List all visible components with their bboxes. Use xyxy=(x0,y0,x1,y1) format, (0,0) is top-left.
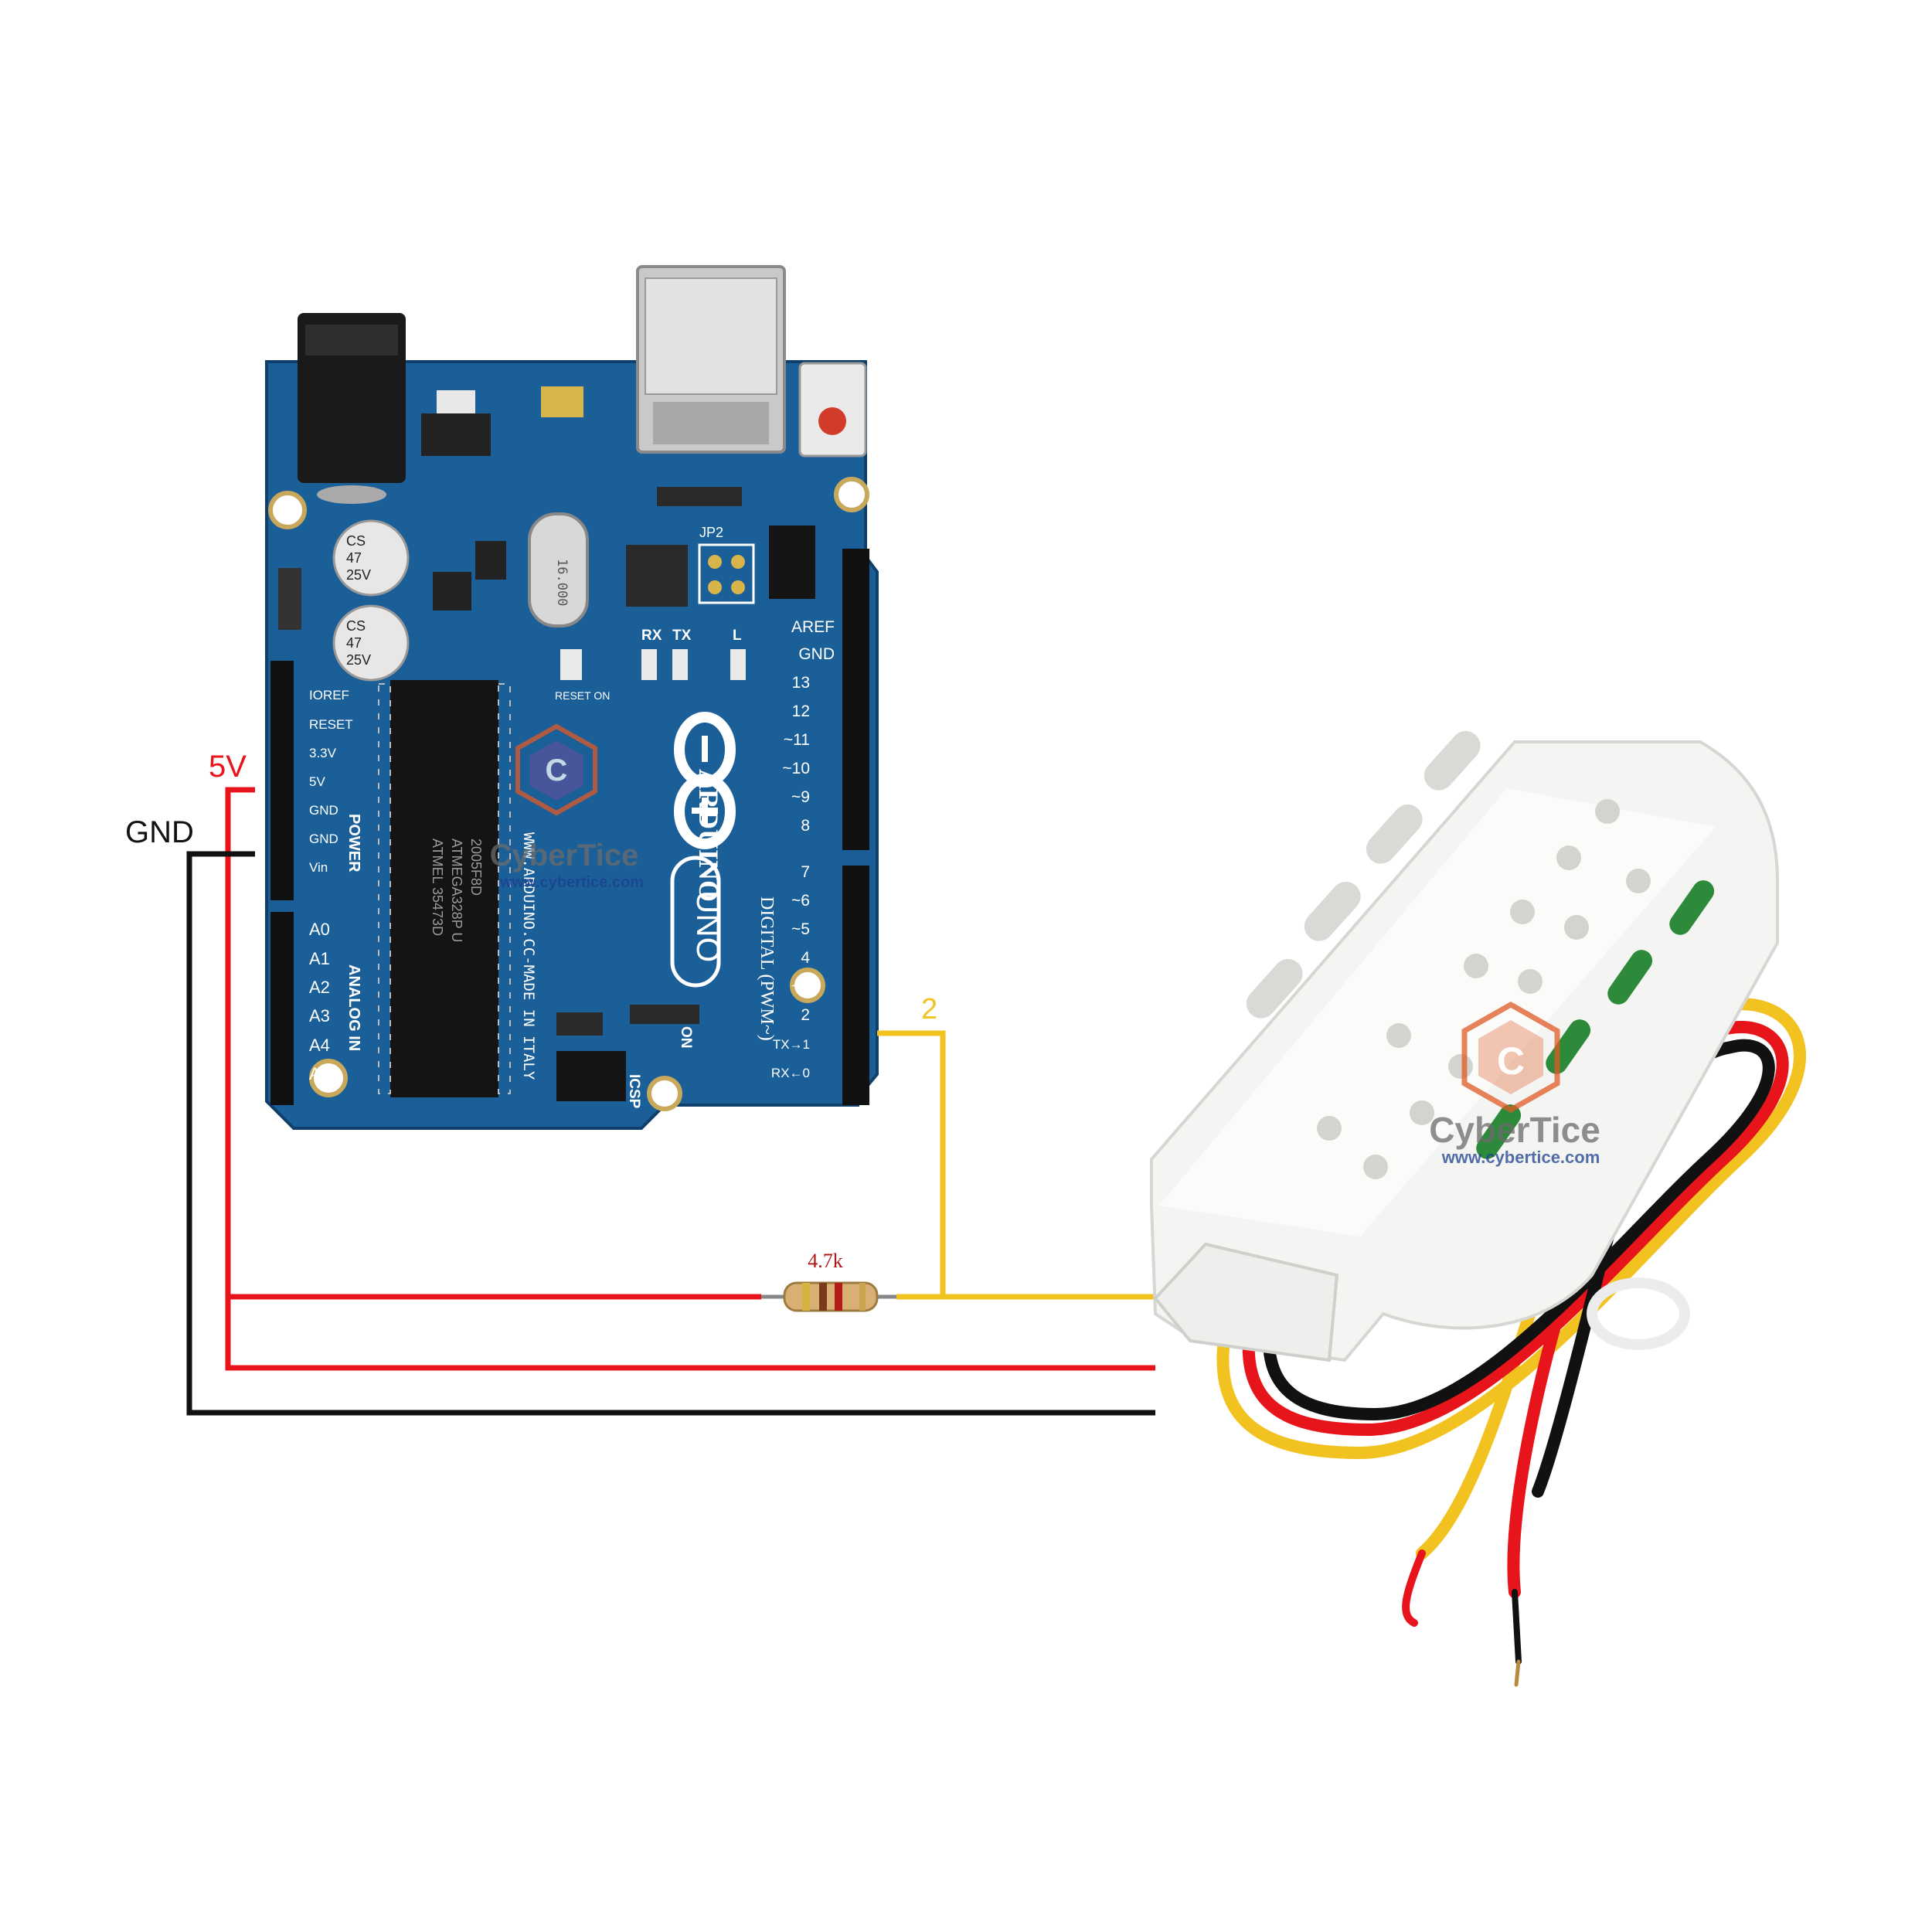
l-led-label: L xyxy=(733,628,742,644)
cable-tie xyxy=(1587,1277,1690,1350)
cap2-line3: 25V xyxy=(346,652,371,668)
cap1-line3: 25V xyxy=(346,567,371,583)
mount-hole xyxy=(309,1059,348,1097)
icsp-header-top xyxy=(769,526,815,599)
digital-header-top: AREF GND 13 12 ~11 ~10 ~9 8 xyxy=(782,549,869,850)
sensor-vent-slots xyxy=(1246,731,1481,1019)
atmega328p-chip: ATMEL 35473D ATMEGA328P U 2005F8D xyxy=(378,680,511,1097)
pin-2: 2 xyxy=(801,1006,810,1024)
analog-title: ANALOG IN xyxy=(345,964,362,1051)
pin-a5: A5 xyxy=(309,1064,330,1083)
pin-7: 7 xyxy=(801,863,810,881)
watermark-sensor-url: www.cybertice.com xyxy=(1441,1148,1600,1167)
pin-13: 13 xyxy=(792,674,810,692)
pin-1-tx: TX→1 xyxy=(773,1037,810,1052)
cap2-line1: CS xyxy=(346,618,366,634)
power-title: POWER xyxy=(345,814,362,872)
pin-aref: AREF xyxy=(791,618,835,636)
wire-data xyxy=(877,1030,1155,1300)
arduino-logo: ARDUINO UNO xyxy=(670,712,736,988)
resistor-label: 4.7k xyxy=(808,1250,843,1272)
pin-12: 12 xyxy=(792,702,810,720)
watermark-board-letter: C xyxy=(546,753,568,787)
chip-label-bot: 2005F8D xyxy=(468,838,484,896)
pin-5: ~5 xyxy=(791,920,810,938)
pin-gnd-1: GND xyxy=(309,803,338,818)
chip-label-mid: ATMEGA328P U xyxy=(449,838,464,942)
pin-a0: A0 xyxy=(309,920,330,939)
pin-3: ~3 xyxy=(791,978,810,995)
wires xyxy=(186,787,1155,1416)
pin-4: 4 xyxy=(801,949,810,967)
tx-led-label: TX xyxy=(672,628,692,644)
mount-hole xyxy=(268,491,307,529)
mount-hole xyxy=(647,1076,682,1111)
label-5v: 5V xyxy=(209,750,247,784)
pin-ioref: IOREF xyxy=(309,688,349,702)
watermark-board-url: www.cybertice.com xyxy=(499,874,644,891)
label-data-pin: 2 xyxy=(921,993,937,1026)
crystal-oscillator: 16.000 xyxy=(528,512,589,628)
arduino-uno-board: CS 47 25V CS 47 25V 16.000 JP2 xyxy=(265,265,879,1130)
watermark-board-brand: CyberTice xyxy=(490,838,639,872)
jp2-header: JP2 xyxy=(698,525,755,604)
jp2-label: JP2 xyxy=(699,525,723,540)
made-in-italy-text: WWW.ARDUINO.CC-MADE IN ITALY xyxy=(520,832,537,1080)
watermark-sensor-brand: CyberTice xyxy=(1429,1110,1600,1150)
capacitor-1: CS 47 25V xyxy=(332,519,410,597)
sensor-vent-holes xyxy=(1317,799,1651,1179)
pin-3v3: 3.3V xyxy=(309,746,337,760)
usb-chip xyxy=(626,545,688,607)
capacitor-2: CS 47 25V xyxy=(332,604,410,682)
pin-gnd-2: GND xyxy=(309,832,338,846)
pin-reset: RESET xyxy=(309,717,353,732)
mount-hole xyxy=(834,477,869,512)
uno-model-text: UNO xyxy=(690,890,726,962)
cap2-line2: 47 xyxy=(346,635,362,651)
icsp-label: ICSP xyxy=(626,1074,642,1109)
power-header: IOREF RESET 3.3V 5V GND GND Vin POWER xyxy=(270,661,362,900)
pin-9: ~9 xyxy=(791,788,810,806)
analog-header: A0 A1 A2 A3 A4 A5 ANALOG IN xyxy=(270,912,362,1105)
digital-header-bottom: 7 ~6 ~5 4 ~3 2 TX→1 RX←0 xyxy=(771,863,869,1105)
voltage-regulator xyxy=(421,413,491,456)
pin-a3: A3 xyxy=(309,1006,330,1026)
am2301-sensor: C CyberTice www.cybertice.com xyxy=(1150,731,1806,1687)
on-led-label: ON xyxy=(678,1026,694,1049)
pin-11: ~11 xyxy=(784,731,810,749)
chip-label-top: ATMEL 35473D xyxy=(430,838,445,936)
reset-on-label: RESET ON xyxy=(555,689,610,702)
pin-vin: Vin xyxy=(309,860,328,875)
crystal-label: 16.000 xyxy=(554,559,570,606)
pin-a4: A4 xyxy=(309,1036,330,1055)
watermark-board: C CyberTice www.cybertice.com xyxy=(490,723,644,891)
sensor-cables xyxy=(1216,998,1806,1687)
sensor-plug-collar xyxy=(1153,1242,1339,1362)
wire-gnd xyxy=(186,851,1155,1416)
pin-6: ~6 xyxy=(791,892,810,910)
pin-5v: 5V xyxy=(309,774,325,789)
resistor-4k7: 4.7k xyxy=(761,1250,896,1312)
pin-8: 8 xyxy=(801,817,810,835)
digital-title: DIGITAL (PWM~) xyxy=(757,896,777,1041)
rx-led-label: RX xyxy=(641,628,662,644)
cap1-line2: 47 xyxy=(346,550,362,566)
pin-a2: A2 xyxy=(309,978,330,997)
label-gnd: GND xyxy=(125,815,194,849)
pin-10: ~10 xyxy=(782,760,810,777)
pin-gnd-digital: GND xyxy=(798,645,835,663)
pin-a1: A1 xyxy=(309,949,330,968)
mount-hole xyxy=(790,968,825,1003)
pin-0-rx: RX←0 xyxy=(771,1066,810,1080)
icsp-header-bottom xyxy=(556,1051,626,1101)
watermark-sensor-letter: C xyxy=(1497,1039,1525,1083)
cap1-line1: CS xyxy=(346,533,366,549)
wire-5v xyxy=(225,787,1155,1371)
watermark-sensor: C CyberTice www.cybertice.com xyxy=(1429,1001,1600,1167)
